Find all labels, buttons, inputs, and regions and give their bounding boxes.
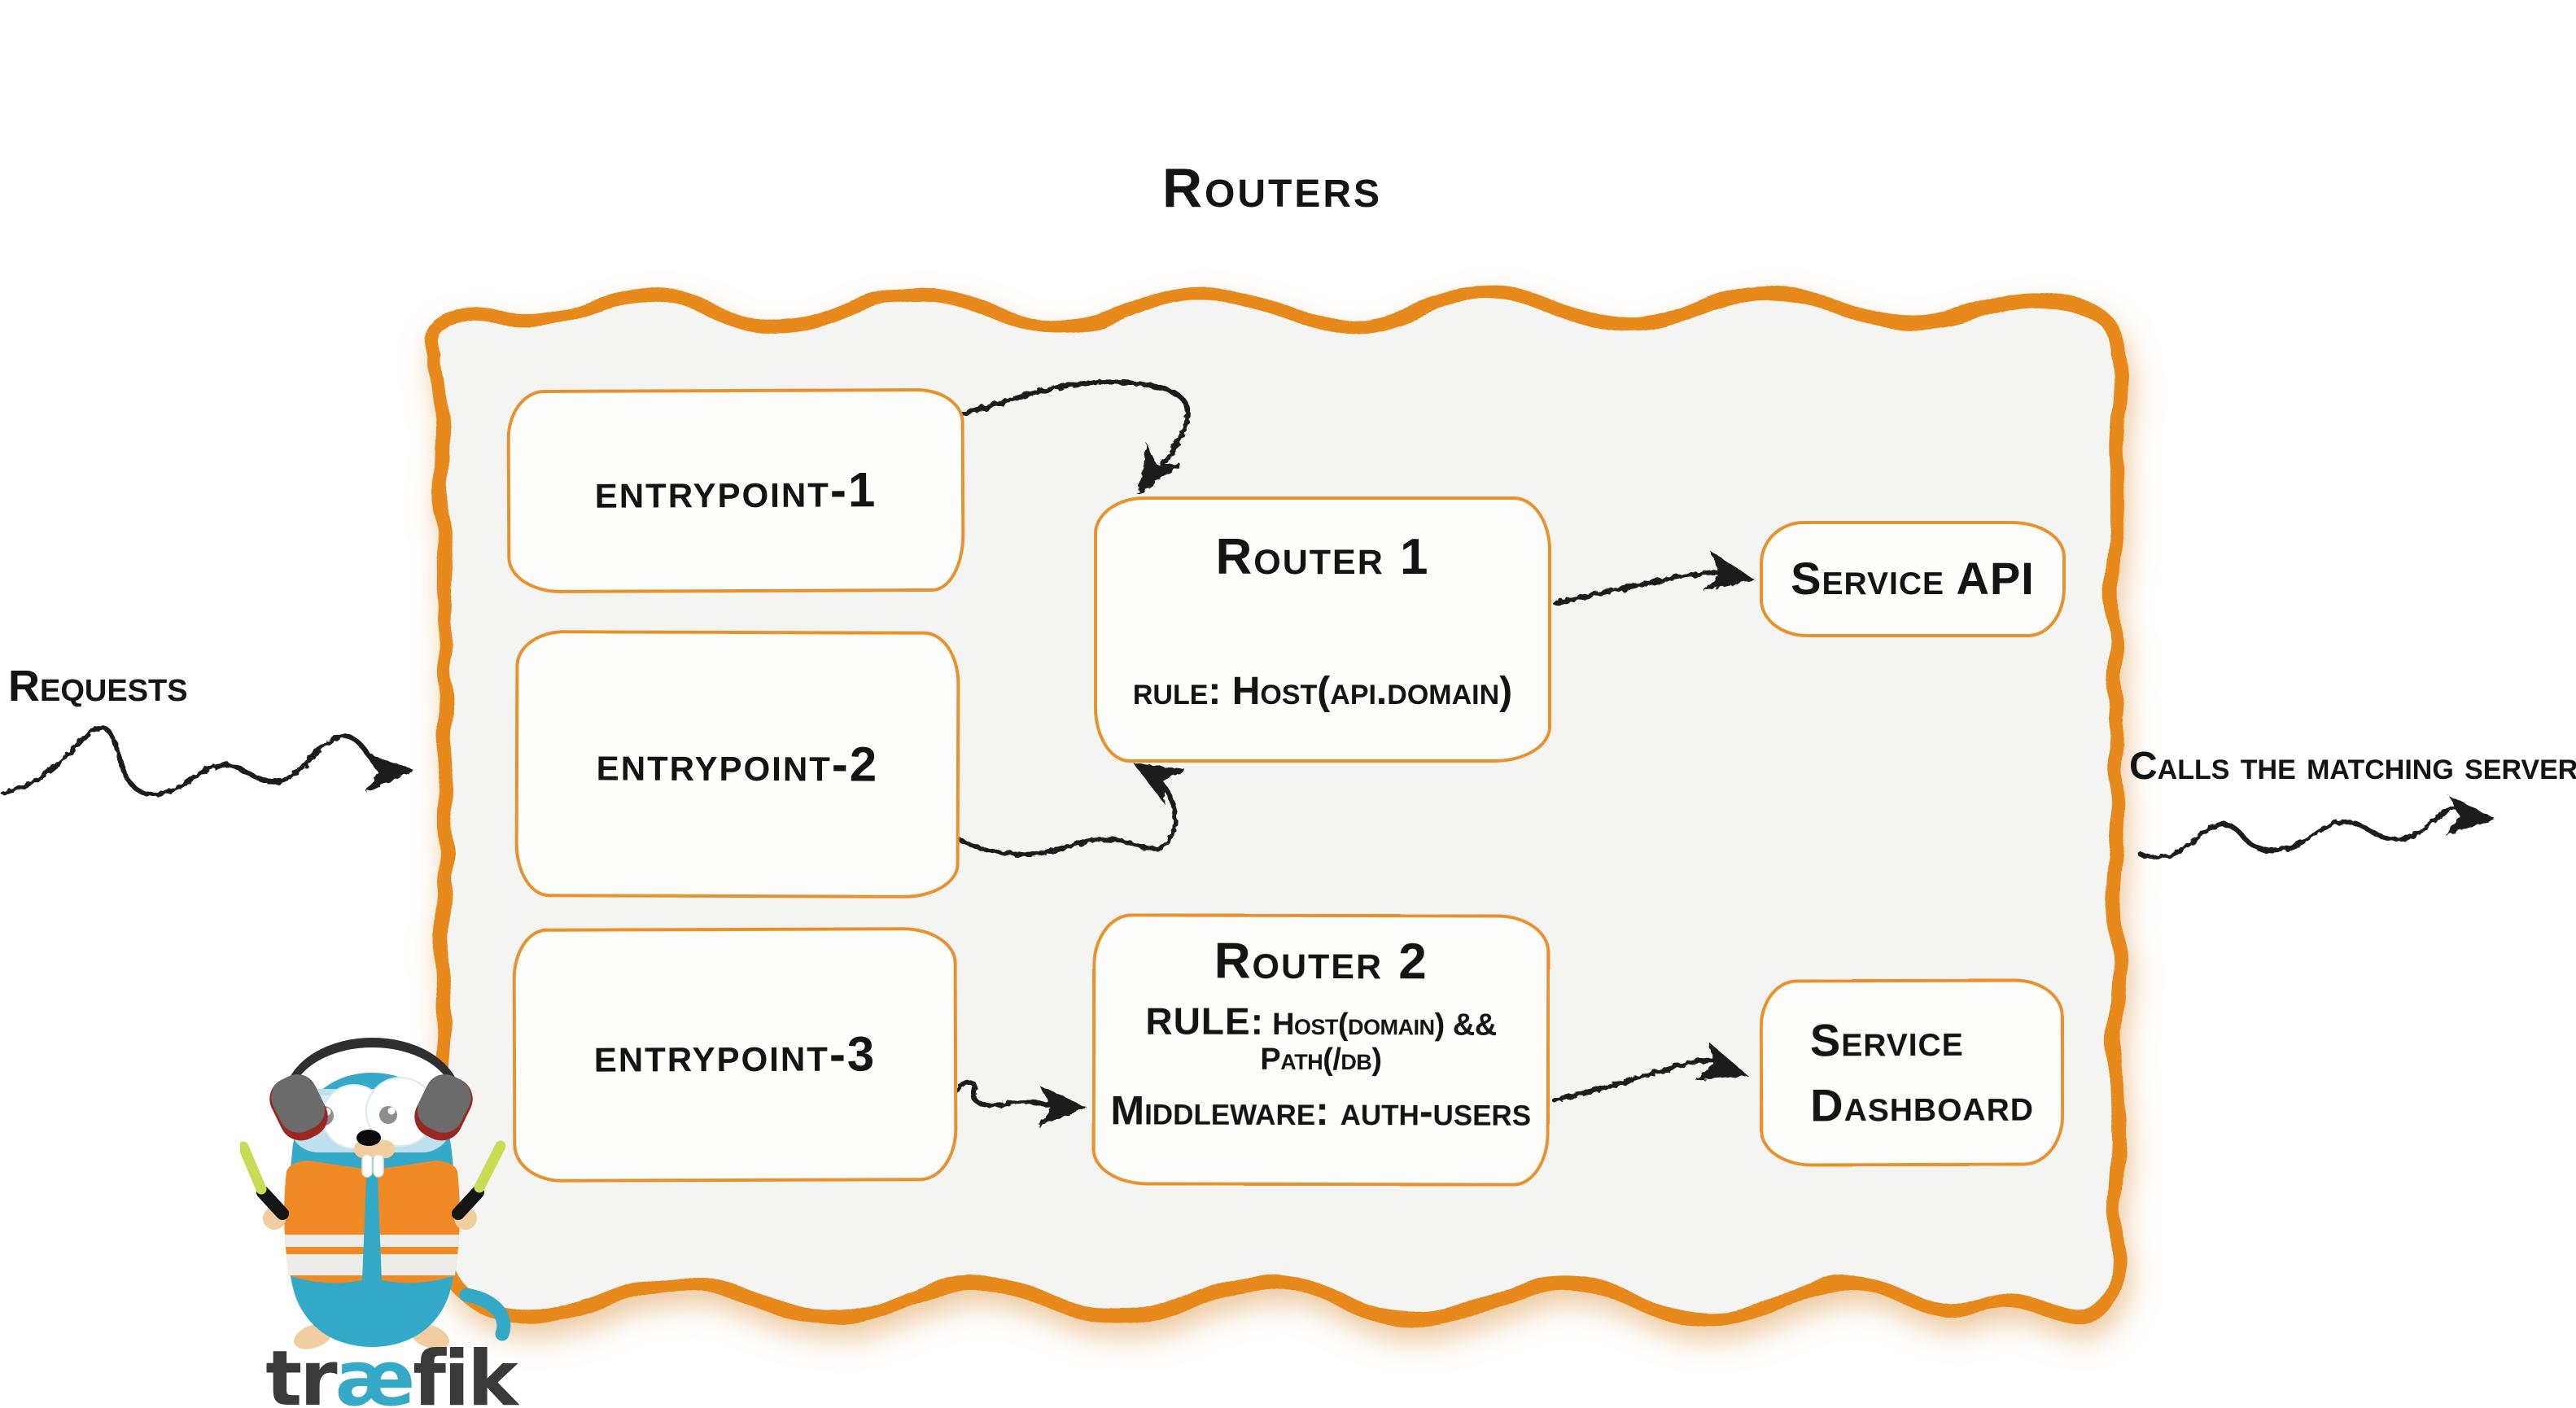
traefik-gopher-logo-icon xyxy=(240,1038,511,1349)
entrypoint-3-label: entrypoint-3 xyxy=(593,1026,877,1083)
gopher-muzzle xyxy=(354,1130,395,1178)
arrow-entrypoint1-router1 xyxy=(960,379,1191,506)
gopher-headphones xyxy=(269,1038,473,1141)
entrypoint-2-box: entrypoint-2 xyxy=(514,630,960,899)
traefik-logo-text-tr: tr xyxy=(265,1335,337,1408)
router-1-title: Router 1 xyxy=(1215,529,1430,585)
router-2-title: Router 2 xyxy=(1214,933,1428,990)
router-2-rule-value: Host(domain) && Path(/db) xyxy=(1260,1007,1497,1078)
service-api-label: Service API xyxy=(1791,553,2035,605)
requests-label: Requests xyxy=(8,662,188,711)
router-2-rule: RULE: Host(domain) && Path(/db) xyxy=(1104,999,1538,1078)
router-2-middleware: Middleware: auth-users xyxy=(1110,1087,1532,1135)
entrypoint-3-box: entrypoint-3 xyxy=(512,927,958,1183)
traefik-logo-text-fik: fik xyxy=(413,1335,518,1408)
router-2-box: Router 2 RULE: Host(domain) && Path(/db)… xyxy=(1091,913,1550,1187)
entrypoint-1-box: entrypoint-1 xyxy=(506,387,965,594)
arrow-entrypoint2-router1 xyxy=(944,745,1186,857)
gopher-goggles xyxy=(289,1077,452,1152)
router-1-rule: rule: Host(api.domain) xyxy=(1132,670,1513,714)
entrypoint-2-label: entrypoint-2 xyxy=(596,736,879,793)
arrow-router2-servicedashboard xyxy=(1552,1041,1755,1103)
service-api-box: Service API xyxy=(1760,521,2066,637)
flow-arrows xyxy=(1,379,2497,1128)
traefik-logo-text: træfik xyxy=(244,1335,537,1408)
arrow-requests xyxy=(1,725,415,797)
gopher-tail xyxy=(459,1288,511,1341)
gopher-glow-sticks xyxy=(240,1140,506,1220)
arrow-router1-serviceapi xyxy=(1553,550,1759,606)
router-1-box: Router 1 rule: Host(api.domain) xyxy=(1094,496,1551,763)
router-2-rule-label: RULE: xyxy=(1145,999,1265,1043)
entrypoint-1-label: entrypoint-1 xyxy=(594,462,877,519)
service-dashboard-box: Service Dashboard xyxy=(1759,978,2065,1167)
traefik-logo-text-ae: æ xyxy=(335,1335,415,1408)
arrow-calls-server xyxy=(2138,794,2497,860)
arrow-entrypoint3-router2 xyxy=(952,1079,1088,1128)
service-dashboard-label: Service Dashboard xyxy=(1809,1014,2035,1131)
diagram-title: Routers xyxy=(1161,157,1383,219)
calls-label: Calls the matching server xyxy=(2129,745,2576,788)
